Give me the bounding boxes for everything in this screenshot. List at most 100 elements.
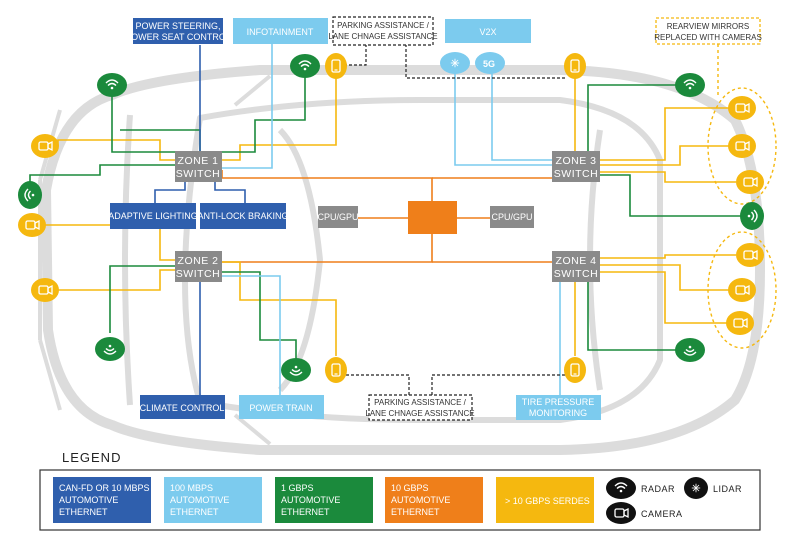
camera-rear-1 bbox=[728, 96, 756, 120]
legend-radar: RADAR bbox=[606, 477, 675, 499]
svg-text:TIRE PRESSURE: TIRE PRESSURE bbox=[522, 397, 595, 407]
radar-rear bbox=[740, 202, 764, 230]
svg-text:> 10 GBPS SERDES: > 10 GBPS SERDES bbox=[505, 496, 590, 506]
rearview-mirrors-box: REARVIEW MIRRORS REPLACED WITH CAMERAS bbox=[654, 17, 762, 45]
svg-text:LANE CHNAGE ASSISTANCE: LANE CHNAGE ASSISTANCE bbox=[365, 409, 474, 418]
radar-front-left bbox=[18, 181, 42, 209]
svg-text:REARVIEW MIRRORS: REARVIEW MIRRORS bbox=[667, 22, 750, 31]
svg-text:10 GBPS: 10 GBPS bbox=[391, 483, 429, 493]
svg-text:ZONE 2: ZONE 2 bbox=[178, 255, 219, 267]
svg-text:CAN-FD OR 10 MBPS: CAN-FD OR 10 MBPS bbox=[59, 483, 150, 493]
svg-text:MONITORING: MONITORING bbox=[529, 408, 587, 418]
svg-text:V2X: V2X bbox=[479, 27, 496, 37]
tire-pressure-box: TIRE PRESSURE MONITORING bbox=[516, 395, 601, 420]
svg-text:ETHERNET: ETHERNET bbox=[170, 507, 219, 517]
svg-text:LANE CHNAGE ASSISTANCE: LANE CHNAGE ASSISTANCE bbox=[328, 32, 437, 41]
svg-text:CPU/GPU: CPU/GPU bbox=[317, 212, 358, 222]
svg-text:LIDAR: LIDAR bbox=[713, 484, 742, 494]
v2x-box: V2X bbox=[445, 19, 531, 43]
radar-front-left-top bbox=[97, 73, 127, 97]
radar-rear-bottom bbox=[675, 338, 705, 362]
sensor-top-right bbox=[564, 53, 586, 79]
svg-text:ETHERNET: ETHERNET bbox=[391, 507, 440, 517]
camera-rear-5 bbox=[728, 278, 756, 302]
svg-text:SWITCH: SWITCH bbox=[554, 168, 598, 180]
legend-title: LEGEND bbox=[62, 450, 121, 465]
svg-text:100 MBPS: 100 MBPS bbox=[170, 483, 213, 493]
zone4-switch: ZONE 4 SWITCH bbox=[552, 251, 600, 282]
svg-text:CLIMATE CONTROL: CLIMATE CONTROL bbox=[140, 403, 225, 413]
svg-text:RADAR: RADAR bbox=[641, 484, 675, 494]
svg-text:CAMERA: CAMERA bbox=[641, 509, 683, 519]
camera-rear-4 bbox=[736, 243, 764, 267]
svg-text:AUTOMOTIVE: AUTOMOTIVE bbox=[391, 495, 450, 505]
zone1-switch: ZONE 1 SWITCH bbox=[175, 151, 222, 182]
lidar-icon bbox=[450, 58, 460, 68]
svg-text:AUTOMOTIVE: AUTOMOTIVE bbox=[281, 495, 340, 505]
svg-text:5G: 5G bbox=[483, 59, 495, 69]
svg-text:POWER STEERING,: POWER STEERING, bbox=[135, 21, 220, 31]
svg-text:ZONE 4: ZONE 4 bbox=[556, 255, 597, 267]
camera-rear-2 bbox=[728, 134, 756, 158]
cpu-gpu-left-box: CPU/GPU bbox=[317, 206, 359, 228]
svg-text:PARKING ASSISTANCE /: PARKING ASSISTANCE / bbox=[374, 398, 467, 407]
v2x-lidar-antenna bbox=[440, 52, 470, 74]
svg-text:PARKING ASSISTANCE /: PARKING ASSISTANCE / bbox=[337, 21, 430, 30]
radar-top-center bbox=[290, 54, 320, 78]
svg-text:POWER TRAIN: POWER TRAIN bbox=[249, 403, 312, 413]
svg-text:INFOTAINMENT: INFOTAINMENT bbox=[247, 27, 314, 37]
connection-lines bbox=[29, 44, 745, 395]
zone3-switch: ZONE 3 SWITCH bbox=[552, 151, 600, 182]
dashed-connectors bbox=[345, 44, 565, 395]
radar-bottom-center bbox=[281, 358, 311, 382]
svg-text:SWITCH: SWITCH bbox=[554, 268, 598, 280]
sensor-bottom-right bbox=[564, 357, 586, 383]
legend-100mbps: 100 MBPS AUTOMOTIVE ETHERNET bbox=[164, 477, 262, 523]
v2x-5g-antenna: 5G bbox=[475, 52, 505, 74]
radar-bottom-left bbox=[95, 337, 125, 361]
camera-rear-3 bbox=[736, 170, 764, 194]
svg-text:ADAPTIVE LIGHTING: ADAPTIVE LIGHTING bbox=[108, 211, 198, 221]
legend-serdes: > 10 GBPS SERDES bbox=[496, 477, 594, 523]
car-outline bbox=[38, 65, 765, 455]
legend-camera: CAMERA bbox=[606, 502, 683, 524]
svg-text:1 GBPS: 1 GBPS bbox=[281, 483, 314, 493]
svg-text:ETHERNET: ETHERNET bbox=[281, 507, 330, 517]
sensor-top-left bbox=[325, 53, 347, 79]
legend-frame bbox=[39, 469, 761, 531]
anti-lock-braking-box: ANTI-LOCK BRAKING bbox=[197, 203, 289, 229]
camera-rear-6 bbox=[726, 311, 754, 335]
camera-front-left-bottom bbox=[31, 278, 59, 302]
svg-text:POWER SEAT CONTROL: POWER SEAT CONTROL bbox=[125, 32, 231, 42]
legend-lidar: LIDAR bbox=[684, 477, 742, 499]
svg-text:SWITCH: SWITCH bbox=[176, 268, 220, 280]
camera-front-left-top bbox=[31, 134, 59, 158]
legend-can-fd: CAN-FD OR 10 MBPS AUTOMOTIVE ETHERNET bbox=[53, 477, 151, 523]
lidar-icon bbox=[691, 483, 701, 493]
infotainment-box: INFOTAINMENT bbox=[233, 18, 328, 44]
central-compute-unit bbox=[408, 201, 457, 234]
svg-text:ANTI-LOCK BRAKING: ANTI-LOCK BRAKING bbox=[197, 211, 288, 221]
legend-10gbps: 10 GBPS AUTOMOTIVE ETHERNET bbox=[385, 477, 483, 523]
power-train-box: POWER TRAIN bbox=[239, 395, 324, 419]
svg-text:ZONE 1: ZONE 1 bbox=[178, 155, 219, 167]
radar-rear-top bbox=[675, 73, 705, 97]
sensor-bottom-left bbox=[325, 357, 347, 383]
power-steering-box: POWER STEERING, POWER SEAT CONTROL bbox=[125, 18, 231, 44]
svg-text:SWITCH: SWITCH bbox=[176, 168, 220, 180]
svg-text:REPLACED WITH CAMERAS: REPLACED WITH CAMERAS bbox=[654, 33, 762, 42]
climate-control-box: CLIMATE CONTROL bbox=[140, 395, 225, 419]
adaptive-lighting-box: ADAPTIVE LIGHTING bbox=[108, 203, 198, 229]
cpu-gpu-right-box: CPU/GPU bbox=[490, 206, 534, 228]
svg-text:AUTOMOTIVE: AUTOMOTIVE bbox=[170, 495, 229, 505]
camera-front-left bbox=[18, 213, 46, 237]
svg-text:ETHERNET: ETHERNET bbox=[59, 507, 108, 517]
svg-text:AUTOMOTIVE: AUTOMOTIVE bbox=[59, 495, 118, 505]
dashed-camera-groups bbox=[707, 44, 777, 349]
parking-assistance-bottom-box: PARKING ASSISTANCE / LANE CHNAGE ASSISTA… bbox=[365, 394, 475, 421]
zone2-switch: ZONE 2 SWITCH bbox=[175, 251, 222, 282]
svg-text:ZONE 3: ZONE 3 bbox=[556, 155, 597, 167]
legend-1gbps: 1 GBPS AUTOMOTIVE ETHERNET bbox=[275, 477, 373, 523]
parking-assistance-top-box: PARKING ASSISTANCE / LANE CHNAGE ASSISTA… bbox=[328, 16, 438, 46]
